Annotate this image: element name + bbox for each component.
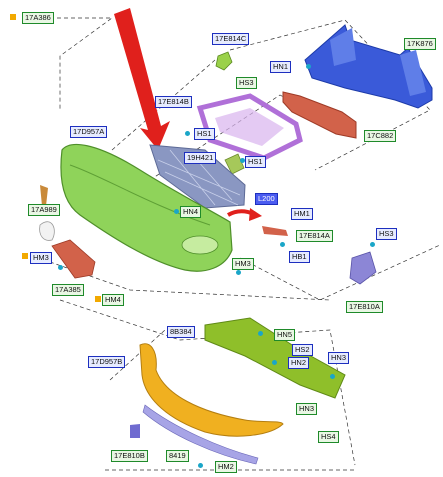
fastener-label-hs1-a[interactable]: HS1 xyxy=(194,128,215,140)
part-label-l200[interactable]: L200 xyxy=(255,193,278,205)
part-label-17e814c[interactable]: 17E814C xyxy=(212,33,250,45)
part-label-17k876[interactable]: 17K876 xyxy=(404,38,436,50)
fastener-label-hs1-b[interactable]: HS1 xyxy=(245,156,266,168)
right-bracket-part xyxy=(349,251,377,285)
fastener-icon xyxy=(58,265,63,270)
fastener-icon xyxy=(272,360,277,365)
grille-bracket-part xyxy=(224,153,245,175)
marker-icon xyxy=(10,14,16,20)
part-label-8419[interactable]: 8419 xyxy=(166,450,189,462)
fastener-icon xyxy=(185,131,190,136)
fastener-label-hb1[interactable]: HB1 xyxy=(289,251,310,263)
fastener-icon xyxy=(280,242,285,247)
fastener-icon xyxy=(330,374,335,379)
front-lip-part xyxy=(139,343,284,437)
fastener-label-hn3-a[interactable]: HN3 xyxy=(328,352,350,364)
fastener-label-hm4[interactable]: HM4 xyxy=(102,294,124,306)
part-label-17d957b[interactable]: 17D957B xyxy=(88,356,126,368)
fastener-icon xyxy=(306,64,311,69)
part-label-17d957a[interactable]: 17D957A xyxy=(70,126,108,138)
marker-icon xyxy=(22,253,28,259)
lower-valance-part xyxy=(204,317,346,399)
fastener-label-hm1[interactable]: HM1 xyxy=(291,208,313,220)
fastener-label-hm3-left[interactable]: HM3 xyxy=(30,252,52,264)
part-label-17e810b[interactable]: 17E810B xyxy=(111,450,148,462)
red-pointer-arrow xyxy=(114,8,170,150)
part-label-19h421[interactable]: 19H421 xyxy=(184,152,217,164)
part-label-17e814b[interactable]: 17E814B xyxy=(155,96,192,108)
part-label-17c882[interactable]: 17C882 xyxy=(364,130,397,142)
fastener-icon xyxy=(258,331,263,336)
left-side-parts xyxy=(39,185,96,279)
fastener-label-hn2[interactable]: HN2 xyxy=(288,357,310,369)
fastener-label-hn4[interactable]: HN4 xyxy=(180,206,202,218)
part-label-17a385[interactable]: 17A385 xyxy=(52,284,84,296)
red-curved-arrow xyxy=(226,208,262,221)
fastener-label-hm3-mid[interactable]: HM3 xyxy=(232,258,254,270)
fastener-label-hs3-top[interactable]: HS3 xyxy=(236,77,257,89)
part-label-8b384[interactable]: 8B384 xyxy=(167,326,195,338)
fastener-icon xyxy=(240,158,245,163)
fastener-label-hn3-b[interactable]: HN3 xyxy=(296,403,318,415)
upper-bracket-part xyxy=(215,51,233,71)
part-label-17e810a[interactable]: 17E810A xyxy=(346,301,383,313)
part-label-17a386[interactable]: 17A386 xyxy=(22,12,54,24)
fastener-icon xyxy=(370,242,375,247)
fastener-label-hs3-right[interactable]: HS3 xyxy=(376,228,397,240)
fastener-label-hn5[interactable]: HN5 xyxy=(274,329,296,341)
fastener-label-hm2[interactable]: HM2 xyxy=(215,461,237,473)
fastener-icon xyxy=(198,463,203,468)
fastener-icon xyxy=(174,209,179,214)
marker-icon xyxy=(95,296,101,302)
lower-grille-part xyxy=(149,144,246,209)
side-bracket-part xyxy=(262,226,288,236)
grille-frame-part xyxy=(196,93,303,161)
part-label-17a989[interactable]: 17A989 xyxy=(28,204,60,216)
energy-absorber-part xyxy=(282,91,357,139)
fastener-icon xyxy=(236,270,241,275)
part-label-17e814a[interactable]: 17E814A xyxy=(296,230,333,242)
trim-strip-part xyxy=(142,404,259,465)
fastener-label-hs4[interactable]: HS4 xyxy=(318,431,339,443)
fastener-label-hn1[interactable]: HN1 xyxy=(270,61,292,73)
fastener-label-hs2[interactable]: HS2 xyxy=(292,344,313,356)
bumper-reinforcement-part xyxy=(304,24,433,109)
left-lower-bracket-part xyxy=(130,424,140,438)
